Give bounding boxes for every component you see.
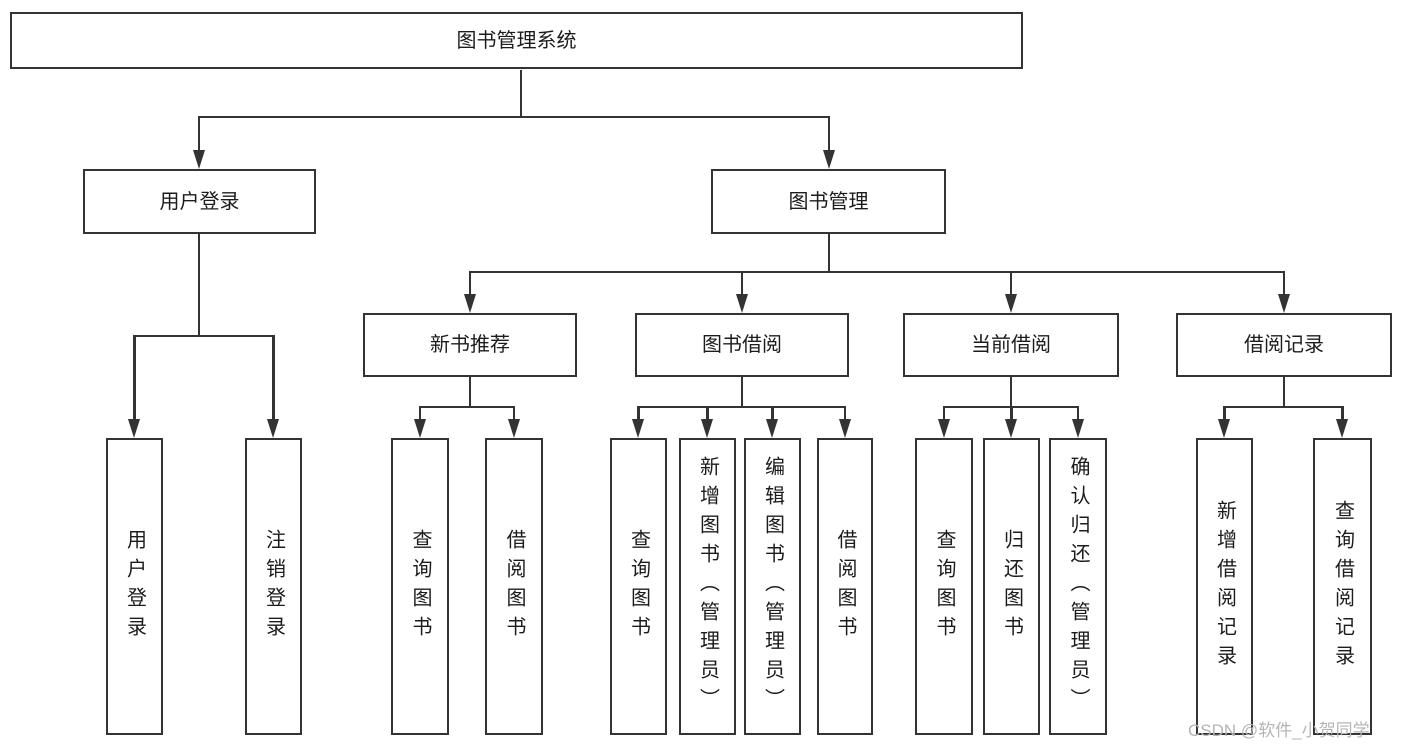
connector-line: [1223, 407, 1226, 420]
arrowhead-down-icon: [1336, 419, 1348, 438]
connector-line: [468, 270, 1286, 274]
arrowhead-down-icon: [1005, 419, 1017, 438]
arrowhead-down-icon: [701, 419, 713, 438]
node-label: 图书管理: [788, 190, 869, 213]
connector-line: [706, 407, 709, 420]
node-new-book-recommend: 新书推荐: [363, 313, 577, 377]
node-leaf-add-borrow-record: 新增借阅记录: [1196, 438, 1253, 735]
arrowhead-down-icon: [267, 419, 279, 438]
connector-line: [272, 336, 275, 420]
node-borrowing-records: 借阅记录: [1176, 313, 1392, 377]
connector-line: [468, 272, 472, 296]
connector-line: [197, 234, 201, 336]
connector-line: [637, 405, 847, 409]
node-label: 编辑图书（管理员）: [761, 456, 784, 717]
connector-line: [1076, 407, 1080, 420]
node-leaf-add-books: 新增图书（管理员）: [679, 438, 736, 735]
arrowhead-down-icon: [937, 419, 950, 438]
node-leaf-user-login: 用户登录: [106, 438, 163, 735]
node-label: 查询图书: [409, 528, 431, 645]
node-book-borrowing: 图书借阅: [635, 313, 849, 377]
node-label: 确认归还（管理员）: [1067, 456, 1089, 717]
arrowhead-down-icon: [1218, 419, 1230, 438]
arrowhead-down-icon: [463, 294, 476, 313]
node-leaf-logout: 注销登录: [245, 438, 302, 735]
node-leaf-borrow-books-1: 借阅图书: [485, 438, 543, 735]
csdn-watermark: CSDN @软件_小贺同学: [1188, 721, 1370, 740]
connector-line: [197, 117, 201, 151]
node-leaf-borrow-books-2: 借阅图书: [817, 438, 873, 735]
arrowhead-down-icon: [413, 419, 426, 438]
connector-line: [418, 405, 516, 409]
arrowhead-down-icon: [735, 294, 748, 313]
node-label: 查询图书: [627, 528, 650, 645]
connector-line: [1341, 407, 1344, 420]
connector-line: [512, 407, 516, 420]
connector-line: [418, 407, 422, 420]
node-label: 新增借阅记录: [1213, 499, 1236, 674]
connector-line: [942, 407, 946, 420]
connector-line: [1223, 405, 1344, 409]
node-leaf-confirm-return: 确认归还（管理员）: [1049, 438, 1107, 735]
connector-line: [771, 407, 774, 420]
node-leaf-edit-books: 编辑图书（管理员）: [744, 438, 801, 735]
connector-line: [133, 336, 136, 420]
node-leaf-return-books: 归还图书: [983, 438, 1040, 735]
node-label: 新增图书（管理员）: [696, 456, 719, 717]
arrowhead-down-icon: [838, 419, 851, 438]
arrowhead-down-icon: [507, 419, 520, 438]
connector-line: [827, 234, 831, 272]
node-leaf-query-books-3: 查询图书: [915, 438, 973, 735]
connector-line: [740, 377, 744, 407]
node-label: 借阅记录: [1244, 334, 1324, 356]
node-label: 注销登录: [262, 528, 285, 645]
node-root: 图书管理系统: [10, 12, 1023, 69]
connector-line: [1010, 407, 1013, 420]
connector-line: [519, 70, 523, 117]
node-label: 图书借阅: [702, 334, 782, 356]
node-label: 借阅图书: [503, 528, 525, 645]
node-book-management: 图书管理: [711, 169, 946, 234]
connector-line: [1009, 377, 1013, 407]
node-label: 新书推荐: [430, 334, 510, 356]
node-label: 图书管理系统: [456, 29, 577, 52]
connector-line: [740, 272, 744, 296]
connector-line: [468, 377, 472, 407]
node-label: 归还图书: [1000, 528, 1023, 645]
arrowhead-down-icon: [822, 150, 835, 169]
node-current-borrowing: 当前借阅: [903, 313, 1119, 377]
node-leaf-query-books-2: 查询图书: [610, 438, 667, 735]
node-label: 查询图书: [933, 528, 955, 645]
arrowhead-down-icon: [128, 419, 140, 438]
connector-line: [637, 407, 640, 420]
node-leaf-query-books-1: 查询图书: [391, 438, 449, 735]
connector-line: [1282, 272, 1286, 296]
connector-line: [1009, 272, 1013, 296]
arrowhead-down-icon: [1277, 294, 1290, 313]
arrowhead-down-icon: [192, 150, 205, 169]
connector-line: [843, 407, 847, 420]
connector-line: [827, 117, 831, 151]
node-label: 用户登录: [123, 528, 146, 645]
connector-line: [1282, 377, 1286, 407]
node-label: 用户登录: [159, 190, 240, 213]
arrowhead-down-icon: [1071, 419, 1084, 438]
connector-line: [133, 334, 275, 338]
arrowhead-down-icon: [632, 419, 644, 438]
connector-line: [197, 115, 831, 119]
node-label: 查询借阅记录: [1331, 499, 1354, 674]
node-user-login: 用户登录: [83, 169, 316, 234]
node-leaf-query-borrow-record: 查询借阅记录: [1313, 438, 1372, 735]
arrowhead-down-icon: [1004, 294, 1017, 313]
arrowhead-down-icon: [766, 419, 778, 438]
node-label: 借阅图书: [834, 528, 856, 645]
node-label: 当前借阅: [971, 334, 1051, 356]
